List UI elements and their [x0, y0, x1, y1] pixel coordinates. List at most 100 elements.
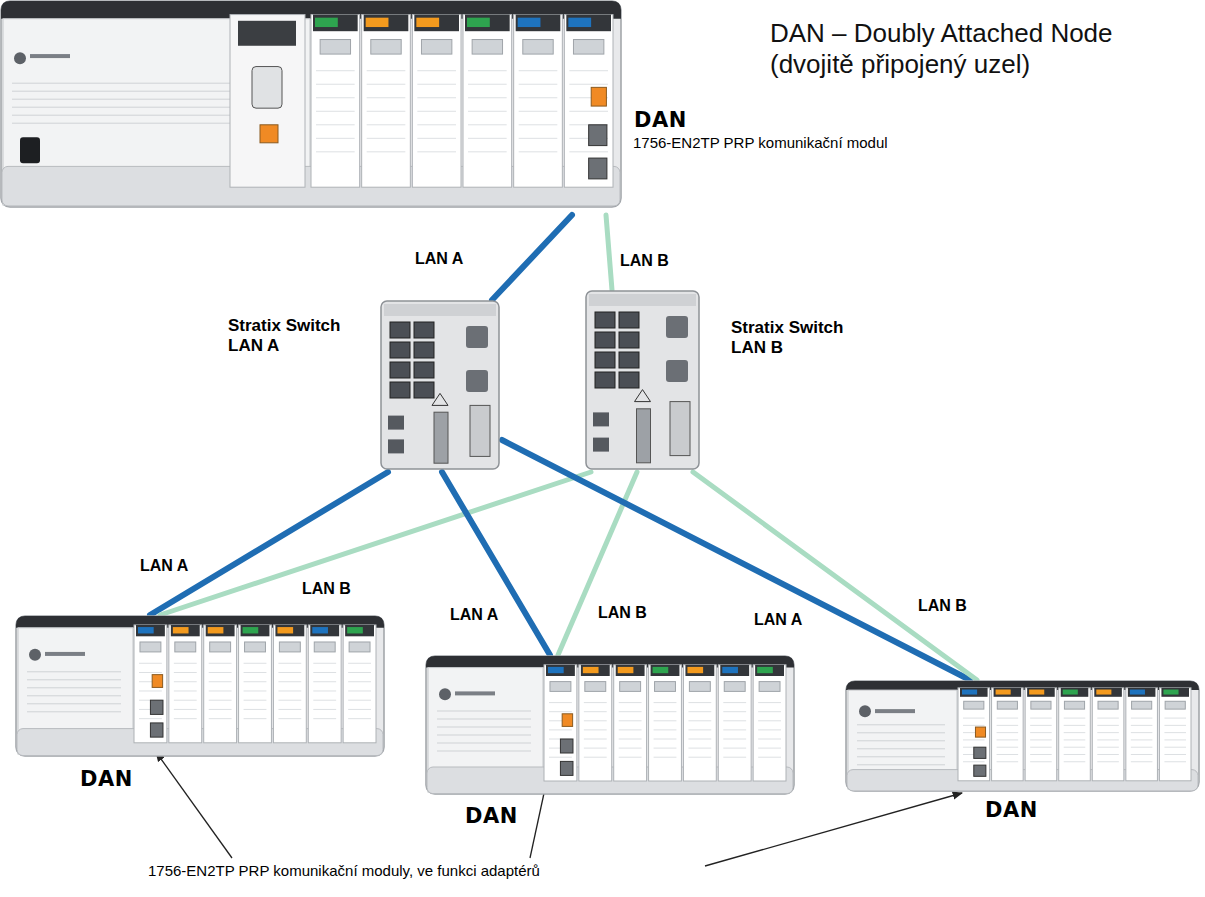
sfp-port	[388, 416, 404, 430]
module-groove	[139, 663, 162, 664]
module-groove	[654, 702, 677, 703]
module-groove	[1164, 732, 1186, 733]
module-groove	[723, 748, 746, 749]
ethernet-port-b	[560, 739, 573, 753]
module-slot	[718, 665, 751, 781]
switch-port	[619, 372, 639, 388]
module-groove	[139, 718, 162, 719]
module-groove	[316, 70, 355, 71]
module-header	[960, 688, 988, 697]
switch-port	[414, 342, 434, 358]
module-slot	[362, 15, 411, 188]
module-groove	[468, 97, 507, 98]
module-groove	[549, 702, 572, 703]
chassis-body	[16, 616, 384, 756]
panel-groove	[857, 764, 945, 765]
status-display	[724, 682, 745, 692]
module-header	[136, 625, 165, 636]
switch-port	[595, 332, 615, 348]
chassis-illustration	[0, 0, 622, 208]
module-groove	[1164, 725, 1186, 726]
module-tab	[722, 667, 738, 673]
module-groove	[1097, 718, 1119, 719]
module-tab	[1163, 690, 1178, 695]
module-header	[685, 665, 714, 676]
module-groove	[209, 700, 232, 701]
module-groove	[313, 663, 336, 664]
cable-label: LAN B	[300, 580, 353, 598]
module-tab	[173, 627, 189, 633]
module-groove	[313, 718, 336, 719]
network-cable	[502, 440, 970, 680]
module-groove	[519, 97, 558, 98]
module-groove	[997, 718, 1019, 719]
module-groove	[1064, 725, 1086, 726]
module-groove	[654, 720, 677, 721]
module-header	[465, 15, 510, 32]
module-groove	[468, 111, 507, 112]
status-display	[1165, 701, 1185, 709]
module-groove	[1097, 754, 1119, 755]
module-groove	[1030, 732, 1052, 733]
module-header	[994, 688, 1022, 697]
module-groove	[348, 663, 371, 664]
module-groove	[1164, 761, 1186, 762]
module-groove	[278, 681, 301, 682]
sfp-port	[593, 412, 609, 426]
module-groove	[417, 124, 456, 125]
module-groove	[519, 111, 558, 112]
usb-port	[152, 675, 162, 688]
module-groove	[174, 718, 197, 719]
brand-mark	[30, 54, 70, 58]
module-header	[516, 15, 561, 32]
module-groove	[417, 84, 456, 85]
module-groove	[584, 711, 607, 712]
plc-chassis: DAN	[845, 680, 1200, 828]
network-cable	[693, 472, 977, 680]
module-groove	[1131, 718, 1153, 719]
module-groove	[654, 729, 677, 730]
module-groove	[688, 757, 711, 758]
module-header	[241, 625, 270, 636]
module-groove	[519, 138, 558, 139]
module-groove	[1164, 739, 1186, 740]
panel-groove	[27, 671, 121, 672]
status-display	[1064, 701, 1084, 709]
node-label: DAN	[80, 767, 133, 791]
module-groove	[1064, 754, 1086, 755]
module-groove	[758, 748, 781, 749]
module-groove	[417, 151, 456, 152]
module-tab	[1130, 690, 1145, 695]
module-groove	[1164, 747, 1186, 748]
panel-groove	[857, 724, 945, 725]
module-groove	[209, 681, 232, 682]
brand-logo	[14, 52, 26, 64]
module-groove	[584, 729, 607, 730]
module-groove	[174, 663, 197, 664]
module-groove	[244, 690, 267, 691]
panel-groove	[437, 743, 531, 744]
module-groove	[209, 718, 232, 719]
module-slot	[614, 665, 647, 781]
module-tab	[618, 667, 634, 673]
module-tab	[1029, 690, 1044, 695]
module-tab	[347, 627, 363, 633]
module-groove	[468, 138, 507, 139]
module-tab	[962, 690, 977, 695]
module-groove	[619, 739, 642, 740]
module-groove	[997, 761, 1019, 762]
module-groove	[468, 84, 507, 85]
module-groove	[569, 70, 608, 71]
switch-port	[595, 372, 615, 388]
module-groove	[468, 124, 507, 125]
module-groove	[758, 720, 781, 721]
module-groove	[468, 151, 507, 152]
module-groove	[1164, 718, 1186, 719]
switch-port	[390, 322, 410, 338]
module-groove	[1164, 754, 1186, 755]
module-groove	[519, 151, 558, 152]
power-terminal	[470, 405, 490, 456]
module-slot	[1025, 688, 1057, 781]
module-header	[720, 665, 749, 676]
module-groove	[1097, 725, 1119, 726]
